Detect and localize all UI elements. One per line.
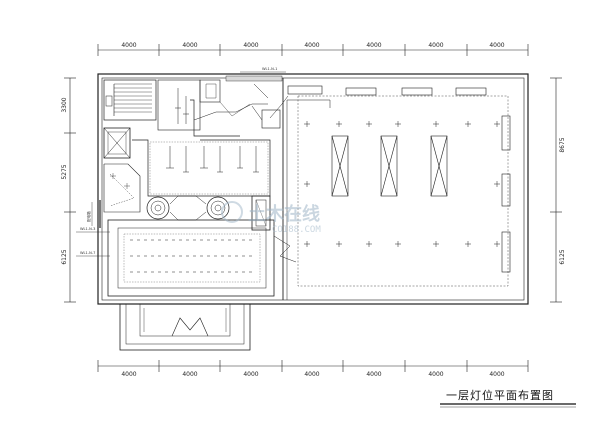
round-ceiling-lamp — [146, 196, 170, 220]
bottom-dim-5: 4000 — [366, 371, 381, 378]
distribution-panel — [251, 195, 271, 231]
wall-light-fixture — [501, 173, 511, 207]
left-dim-3: 6125 — [61, 249, 68, 264]
bottom-dim-7: 4000 — [489, 371, 504, 378]
top-dimension-chain — [97, 44, 529, 56]
lower-room — [99, 200, 297, 297]
bottom-dimension-chain — [97, 360, 529, 372]
circuit-tags — [76, 71, 286, 257]
top-dim-5: 4000 — [366, 42, 381, 49]
ceiling-panel — [331, 135, 349, 197]
wall-light-fixture — [287, 85, 323, 95]
right-dim-2: 6125 — [559, 249, 566, 264]
top-dim-1: 4000 — [121, 42, 136, 49]
hall-room — [269, 78, 511, 300]
corridor-area — [175, 75, 283, 137]
drawing-title: 一层灯位平面布置图 — [446, 388, 554, 402]
watermark-logo-icon — [221, 201, 243, 223]
top-dim-4: 4000 — [304, 42, 319, 49]
wall-light-fixture — [455, 87, 487, 96]
bottom-dimension-labels: 4000 4000 4000 4000 4000 4000 4000 — [121, 371, 504, 378]
top-dim-6: 4000 — [428, 42, 443, 49]
left-dimension-chain — [64, 77, 76, 303]
bottom-dim-6: 4000 — [428, 371, 443, 378]
watermark-subtext: COI88.COM — [272, 225, 321, 235]
bottom-dim-4: 4000 — [304, 371, 319, 378]
bottom-dim-2: 4000 — [182, 371, 197, 378]
linear-light-row — [130, 239, 256, 273]
wall-light-fixture — [501, 231, 511, 273]
bottom-dim-1: 4000 — [121, 371, 136, 378]
wall-light-fixture — [401, 87, 433, 96]
top-dim-2: 4000 — [182, 42, 197, 49]
watermark: 土木在线 COI88.COM — [221, 201, 321, 235]
entrance-canopy — [119, 303, 251, 351]
top-dim-7: 4000 — [489, 42, 504, 49]
left-dim-1: 3300 — [61, 97, 68, 112]
ceiling-panel — [430, 135, 448, 197]
right-dim-1: 8675 — [559, 137, 566, 152]
left-dim-2: 5275 — [61, 164, 68, 179]
wall-light-fixture — [501, 115, 511, 151]
left-dimension-labels: 3300 5275 6125 — [61, 97, 68, 264]
lamp-connector — [169, 195, 207, 221]
watermark-text: 土木在线 — [248, 203, 320, 225]
downlight-grid — [304, 121, 500, 247]
right-dimension-chain — [550, 77, 562, 303]
stair-room — [103, 79, 221, 159]
exterior-walls — [97, 73, 529, 305]
elevator-shaft — [103, 127, 131, 159]
right-dimension-labels: 8675 6125 — [559, 137, 566, 264]
top-dimension-labels: 4000 4000 4000 4000 4000 4000 4000 — [121, 42, 504, 49]
circuit-tag-a: WL1-N-1 — [262, 67, 277, 71]
circuit-tag-b: WL1-N-3 — [80, 227, 95, 231]
lobby-ceiling-grid — [103, 139, 271, 213]
top-dim-3: 4000 — [243, 42, 258, 49]
panel-label: 配电箱 — [86, 211, 91, 222]
circuit-tag-c: WL1-N-7 — [80, 251, 95, 255]
title-block: 一层灯位平面布置图 — [440, 388, 576, 408]
bottom-dim-3: 4000 — [243, 371, 258, 378]
wall-light-fixture — [345, 87, 377, 96]
round-ceiling-lamp — [206, 196, 230, 220]
ceiling-panel — [380, 135, 398, 197]
